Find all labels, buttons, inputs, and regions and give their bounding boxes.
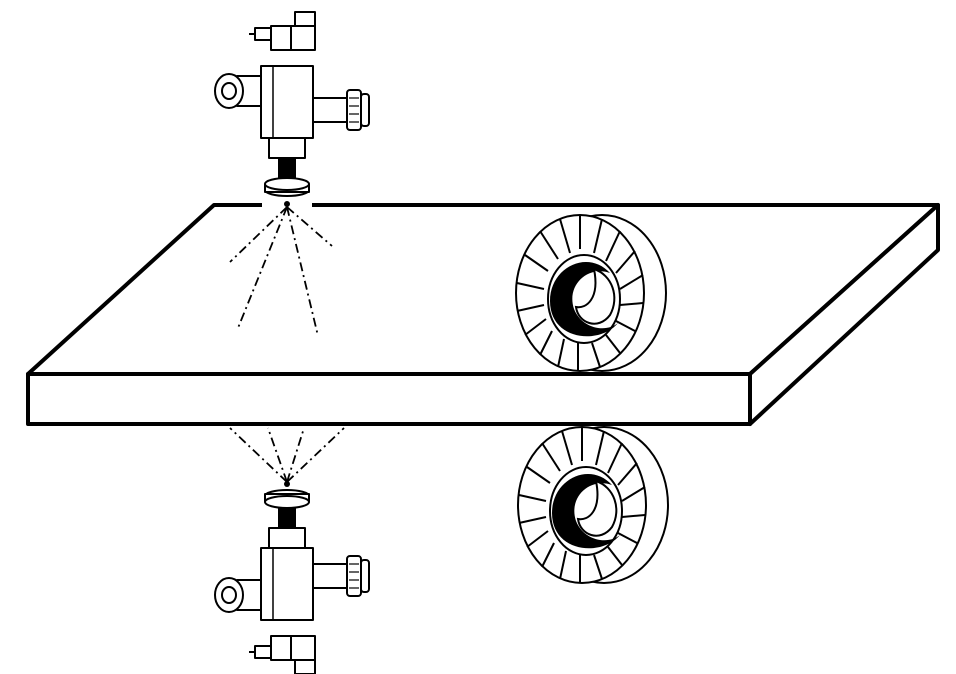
lower-roller [517,426,669,584]
top-spray-fan [229,201,333,337]
bottom-spray-fan [229,427,345,487]
upper-roller [515,214,667,372]
top-spray-nozzle [214,11,370,197]
steel-plate [26,201,940,426]
bottom-spray-nozzle [214,489,370,674]
